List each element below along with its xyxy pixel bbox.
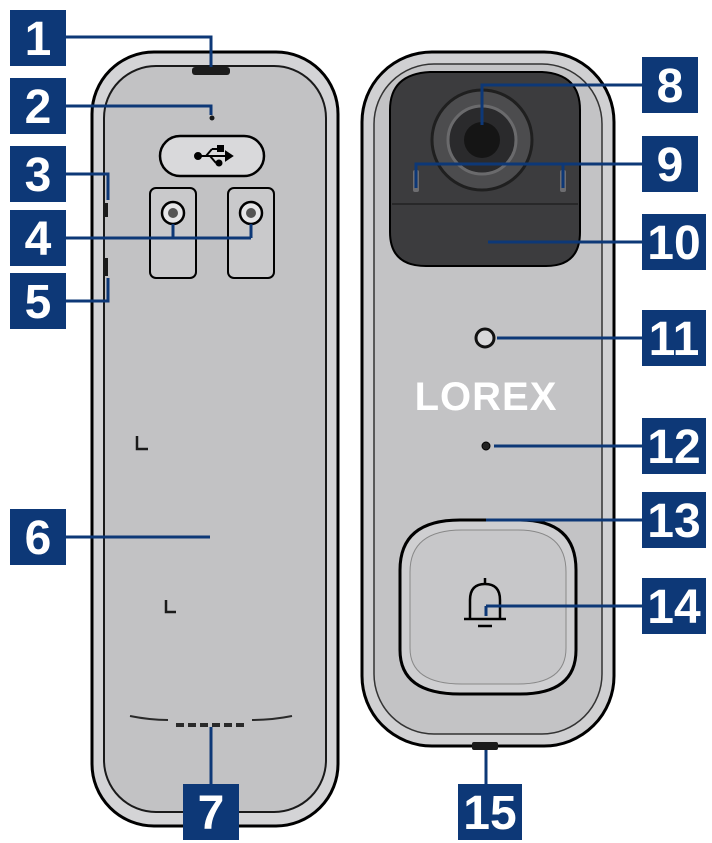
callout-15: 15 bbox=[458, 784, 522, 840]
speaker-grille bbox=[129, 715, 293, 727]
svg-text:9: 9 bbox=[657, 139, 684, 192]
callout-11: 11 bbox=[642, 310, 706, 366]
callout-12: 12 bbox=[642, 418, 706, 474]
usb-icon bbox=[194, 145, 234, 167]
svg-text:2: 2 bbox=[25, 81, 52, 134]
svg-text:10: 10 bbox=[647, 217, 700, 270]
svg-text:4: 4 bbox=[25, 213, 52, 266]
svg-text:1: 1 bbox=[25, 13, 52, 66]
callout-labels: 1 2 3 4 5 6 7 8 bbox=[10, 10, 706, 840]
svg-text:3: 3 bbox=[25, 149, 52, 202]
back-view bbox=[90, 50, 340, 828]
callout-3: 3 bbox=[10, 146, 66, 202]
callout-2: 2 bbox=[10, 78, 66, 134]
microphone bbox=[481, 441, 491, 451]
callout-8: 8 bbox=[642, 57, 698, 113]
svg-text:11: 11 bbox=[649, 313, 700, 366]
callout-1: 1 bbox=[10, 10, 66, 66]
callout-7: 7 bbox=[183, 784, 239, 840]
callout-14: 14 bbox=[642, 578, 706, 634]
callout-4: 4 bbox=[10, 210, 66, 266]
bell-icon bbox=[464, 578, 506, 628]
bottom-screw bbox=[472, 742, 498, 750]
leader-lines bbox=[66, 35, 642, 790]
svg-text:6: 6 bbox=[25, 512, 52, 565]
svg-text:14: 14 bbox=[647, 581, 701, 634]
light-sensor bbox=[474, 327, 496, 349]
svg-text:8: 8 bbox=[657, 60, 684, 113]
callout-9: 9 bbox=[642, 136, 698, 192]
svg-text:7: 7 bbox=[198, 787, 225, 840]
brand-logo: LOREX bbox=[415, 375, 558, 419]
front-view: LOREX bbox=[360, 50, 616, 750]
svg-text:13: 13 bbox=[647, 495, 700, 548]
svg-text:5: 5 bbox=[25, 276, 52, 329]
callout-10: 10 bbox=[642, 214, 706, 270]
svg-text:12: 12 bbox=[647, 421, 700, 474]
svg-text:15: 15 bbox=[463, 787, 516, 840]
callout-6: 6 bbox=[10, 509, 66, 565]
callout-5: 5 bbox=[10, 273, 66, 329]
callout-13: 13 bbox=[642, 492, 706, 548]
back-top-notch bbox=[192, 67, 230, 75]
